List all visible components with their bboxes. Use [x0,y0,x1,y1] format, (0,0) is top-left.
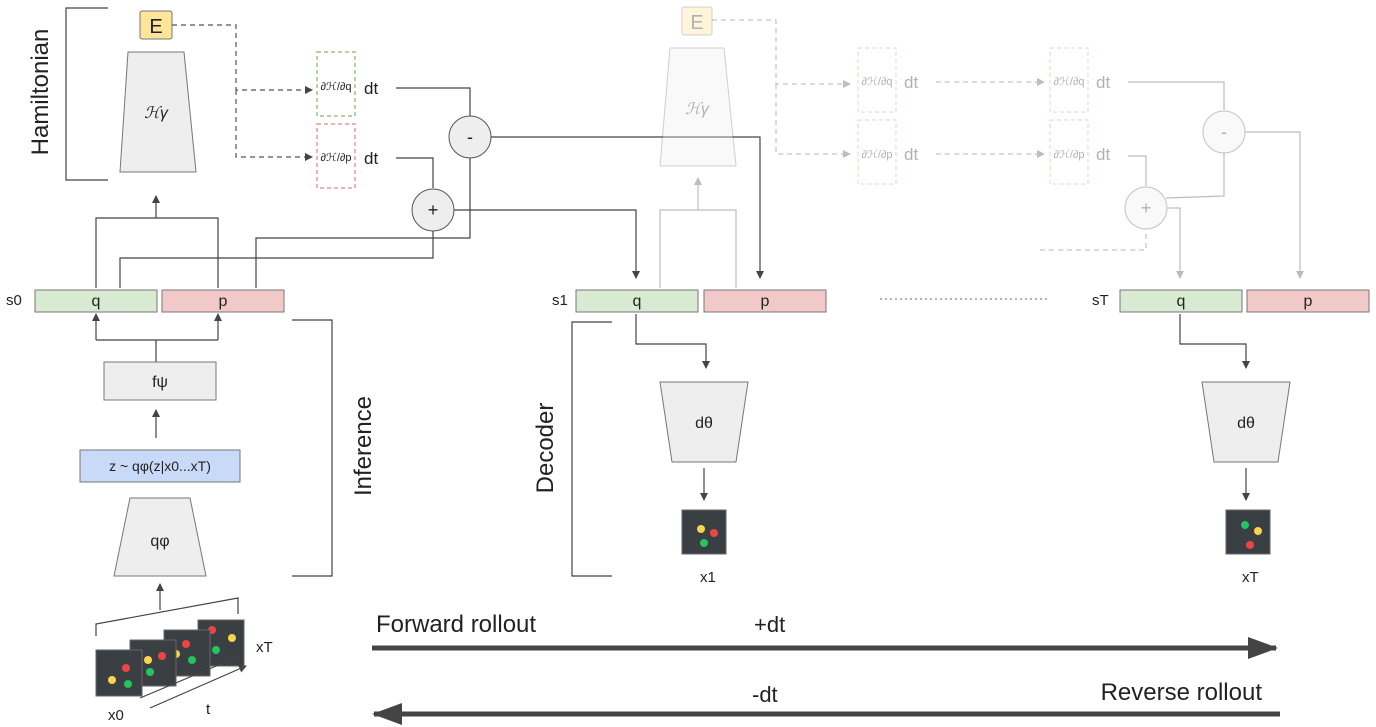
frame-2-ball [144,656,152,664]
s0-q-label: q [92,293,101,310]
faded-plus-label: + [1141,198,1152,218]
s1-q-label: q [633,293,642,310]
minus-node-label: - [467,127,473,147]
s0-p-box [161,289,285,313]
faded-dt-q-2: dt [1096,73,1110,92]
faded-energy-label: E [690,12,703,34]
hamiltonian-side-label: Hamiltonian [27,29,54,156]
grad-p-box [316,123,356,189]
faded-hamiltonian-network [659,47,737,167]
faded-minus-label: - [1221,122,1227,142]
s1-q-box [575,289,699,313]
faded-energy-box [681,6,713,36]
faded-grad-q-label: ∂ℋ/∂q [862,76,893,88]
encoder-network-label: qφ [150,533,169,550]
dt-label-q: dt [364,79,378,98]
sT-q-box [1119,289,1243,313]
decoder-network-1 [659,381,749,463]
faded-step: E ℋγ ∂ℋ/∂q ∂ℋ/∂p dt dt ∂ℋ/∂q ∂ℋ/∂p dt dt… [659,6,1304,288]
frame-4-ball [228,634,236,642]
grad-q-label: ∂ℋ/∂q [321,81,352,93]
hamiltonian-bracket [65,7,108,181]
x0-label: x0 [108,707,124,724]
forward-rollout-label: Forward rollout [376,611,536,638]
faded-grad-q-box [857,47,897,113]
grad-q-box [316,51,356,117]
s1-p-label: p [761,293,770,310]
x1-label: x1 [700,569,716,586]
faded-grad-p-label: ∂ℋ/∂p [862,149,893,161]
frame-4-ball [212,646,220,654]
decoded-frame-1 [681,509,727,555]
encoder-network [113,497,207,577]
z-sample-label: z ~ qφ(z|x0...xT) [109,458,211,474]
sT-p-box [1246,289,1370,313]
faded-grad-q-box-2 [1049,47,1089,113]
faded-grad-q-label-2: ∂ℋ/∂q [1054,76,1085,88]
sT-q-label: q [1177,293,1186,310]
s0-p-label: p [219,293,228,310]
frame-1-ball [108,676,116,684]
s0-q-box [34,289,158,313]
faded-grad-p-box [857,119,897,185]
decoder-side-label: Decoder [532,403,559,494]
frame-1-ball [122,664,130,672]
state-sT-label: sT [1092,292,1109,309]
reverse-rollout-label: Reverse rollout [1101,679,1263,706]
frame-3-ball [182,640,190,648]
state-s1-label: s1 [552,292,568,309]
decoder-bracket [571,321,612,577]
s1-p-box [703,289,827,313]
f-psi-box [103,361,217,401]
state-s0-label: s0 [6,292,22,309]
xT-input-label: xT [256,639,273,656]
decoded-frame-T-ball [1254,527,1262,535]
inference-bracket [292,319,333,577]
frame-1-ball [124,680,132,688]
hamiltonian-network [119,51,197,173]
faded-dt-p: dt [904,145,918,164]
inference-side-label: Inference [350,396,377,496]
time-label: t [206,701,211,718]
frame-2-ball [158,652,166,660]
forward-dt-label: +dt [754,612,785,637]
frame-2-ball [146,668,154,676]
decoded-frame-1-ball [697,525,705,533]
energy-label: E [149,16,162,38]
decoder-network-T-label: dθ [1237,415,1255,432]
sT-p-label: p [1304,293,1313,310]
decoded-frame-T-ball [1246,541,1254,549]
decoded-frame-1-ball [700,539,708,547]
decoder-network-1-label: dθ [695,415,713,432]
faded-plus-node [1124,186,1168,230]
observation-stack [95,619,245,697]
f-psi-label: fψ [152,374,168,391]
reverse-dt-label: -dt [752,682,778,707]
faded-dt-q: dt [904,73,918,92]
faded-dt-p-2: dt [1096,145,1110,164]
faded-grad-p-label-2: ∂ℋ/∂p [1054,149,1085,161]
faded-grad-p-box-2 [1049,119,1089,185]
decoded-frame-T-ball [1241,521,1249,529]
hamiltonian-network-label: ℋγ [144,105,169,122]
frame-3-ball [188,656,196,664]
z-sample-box [79,449,241,483]
plus-node-label: + [428,200,439,220]
frame-1 [95,649,143,697]
decoder-network-T [1201,381,1291,463]
faded-hamiltonian-label: ℋγ [685,101,710,118]
decoded-frame-1-ball [710,529,718,537]
xT-output-label: xT [1242,569,1259,586]
faded-minus-node [1202,110,1246,154]
grad-p-label: ∂ℋ/∂p [321,152,352,164]
dt-label-p: dt [364,149,378,168]
